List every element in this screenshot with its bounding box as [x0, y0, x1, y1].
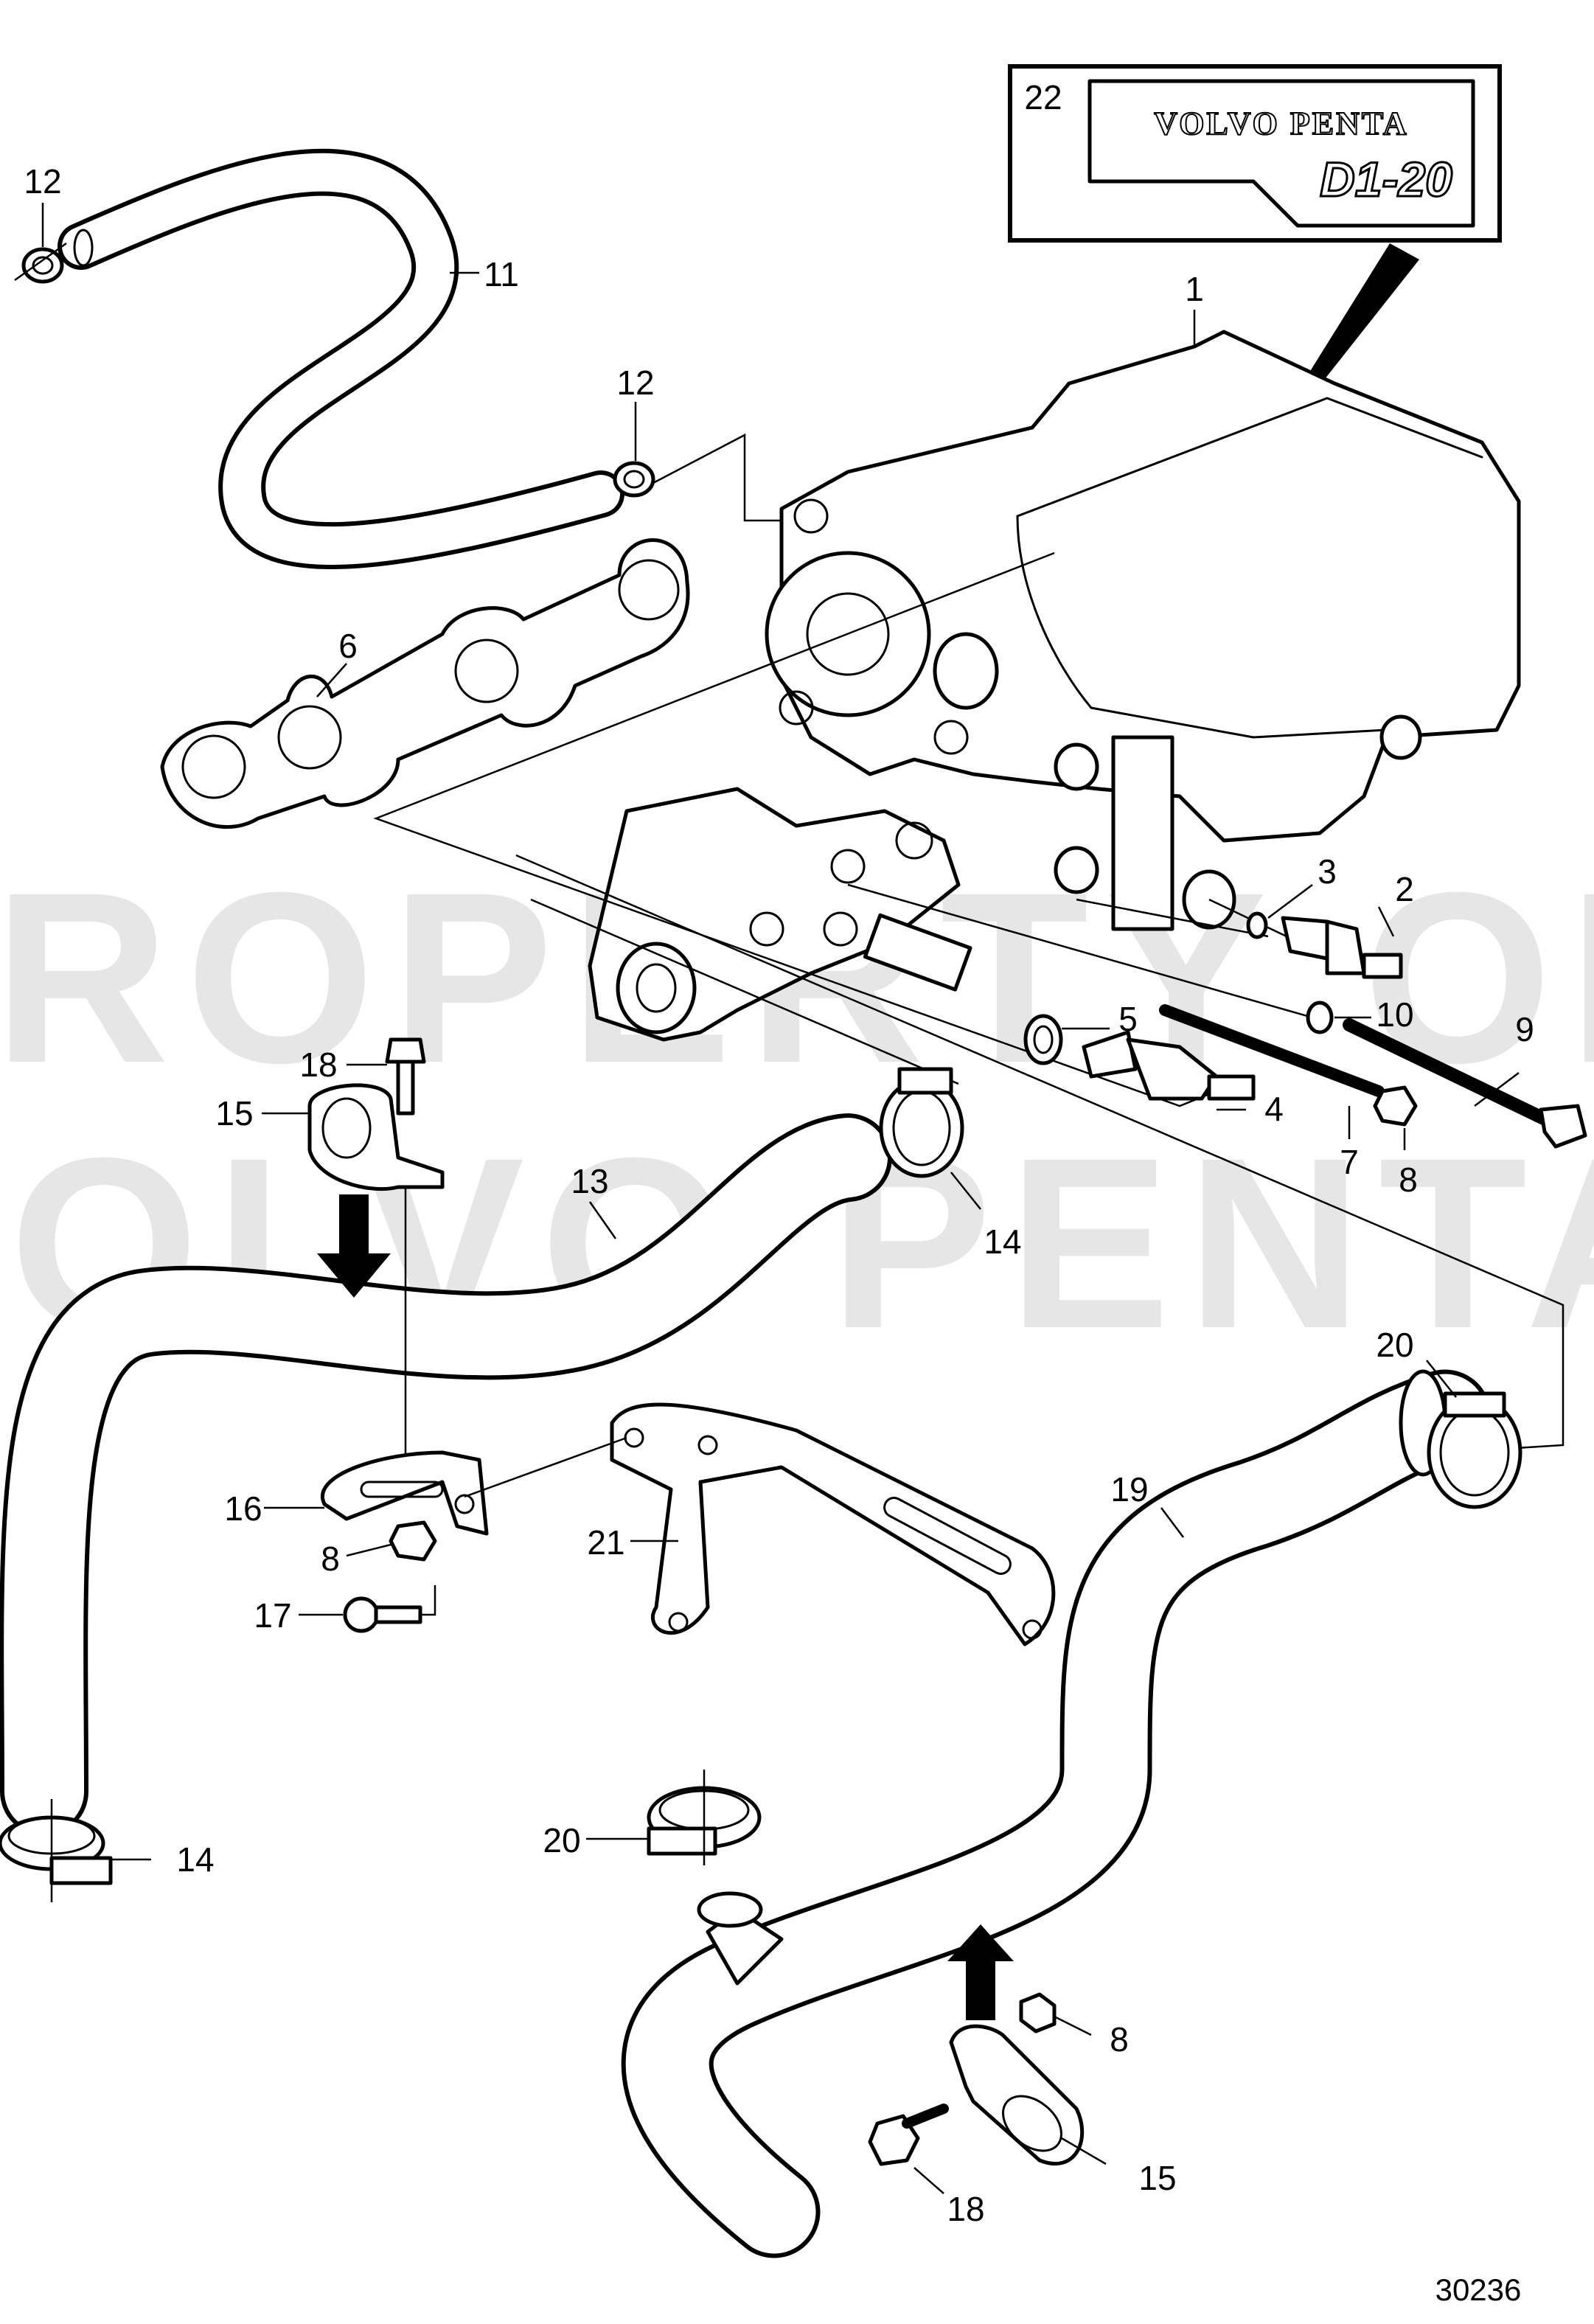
- stud-7: [1159, 1004, 1385, 1097]
- callout-16: 16: [224, 1489, 262, 1528]
- bolt-18-lower: [868, 2104, 949, 2166]
- bolt-9: [1343, 1018, 1587, 1149]
- nut-8-lower: [1019, 1992, 1057, 2034]
- washer-3: [1246, 911, 1268, 939]
- callout-18-lower: 18: [947, 2190, 984, 2228]
- callout-22: 22: [1024, 78, 1062, 116]
- callout-15-lower: 15: [1138, 2159, 1176, 2197]
- decal-plate: [1087, 79, 1475, 228]
- bracket-21: [464, 1402, 1056, 1646]
- callout-10: 10: [1376, 995, 1413, 1034]
- clamp-12-top: [14, 242, 67, 284]
- decal-model-text: D1-20: [1320, 152, 1452, 206]
- clamp-20-lower: [647, 1770, 763, 1928]
- callout-13: 13: [571, 1162, 608, 1200]
- callout-11: 11: [484, 255, 519, 293]
- callout-18-upper: 18: [299, 1046, 337, 1084]
- callout-20-right: 20: [1376, 1326, 1413, 1364]
- hose-13: [0, 1113, 892, 1836]
- callout-6: 6: [338, 627, 358, 665]
- callout-21: 21: [587, 1523, 624, 1562]
- callout-8-lower: 8: [1110, 2020, 1129, 2059]
- callout-20-lower: 20: [543, 1821, 580, 1859]
- bracket-16: [321, 1450, 489, 1536]
- clip-15-upper: [307, 1083, 445, 1191]
- callout-14-upper: 14: [984, 1222, 1021, 1261]
- arrow-up: [947, 1924, 1014, 2020]
- arrow-down: [317, 1194, 391, 1298]
- heat-exchanger-housing: [588, 787, 972, 1042]
- callout-12-top: 12: [24, 162, 61, 201]
- decal-brand-text: VOLVO PENTA: [1154, 105, 1408, 142]
- hose-19: [621, 1369, 1492, 2258]
- callout-19: 19: [1110, 1470, 1148, 1509]
- clip-15-lower: [949, 2024, 1085, 2166]
- decal-inset: VOLVO PENTA D1-20: [1008, 64, 1502, 495]
- washer-5: [1023, 1014, 1063, 1065]
- bolt-18-upper: [385, 1037, 426, 1475]
- callout-5: 5: [1118, 1000, 1138, 1038]
- bolt-17: [343, 1585, 436, 1633]
- nut-8-middle: [389, 1520, 437, 1562]
- hose-11: [58, 148, 624, 570]
- callout-3: 3: [1318, 852, 1337, 891]
- callout-8-middle: 8: [321, 1540, 340, 1578]
- callout-14-lower: 14: [176, 1840, 214, 1879]
- callout-2: 2: [1395, 870, 1414, 908]
- clamp-14-upper: [879, 1067, 964, 1178]
- callouts: 1 2 3 4 5 6 7 8 9 10 11 12 12 13 14 14 1: [24, 78, 1534, 2228]
- nut-8-upper: [1373, 1085, 1418, 1127]
- figure-reference-number: 30236: [1435, 2272, 1522, 2307]
- callout-17: 17: [254, 1596, 291, 1635]
- sensor-2: [1281, 916, 1403, 979]
- callout-12-mid: 12: [616, 363, 654, 402]
- callout-1: 1: [1185, 270, 1204, 308]
- callout-15-upper: 15: [215, 1094, 253, 1133]
- clamp-20-right: [1427, 1391, 1522, 1509]
- callout-9: 9: [1515, 1010, 1534, 1048]
- gasket-6: [160, 538, 690, 829]
- callout-7: 7: [1340, 1143, 1359, 1181]
- washer-10: [1306, 1001, 1334, 1034]
- sensor-4: [1082, 1030, 1256, 1101]
- clamp-14-lower: [0, 1799, 113, 1902]
- clamp-12-mid: [613, 433, 782, 522]
- callout-8-upper: 8: [1399, 1161, 1418, 1199]
- callout-4: 4: [1264, 1090, 1284, 1128]
